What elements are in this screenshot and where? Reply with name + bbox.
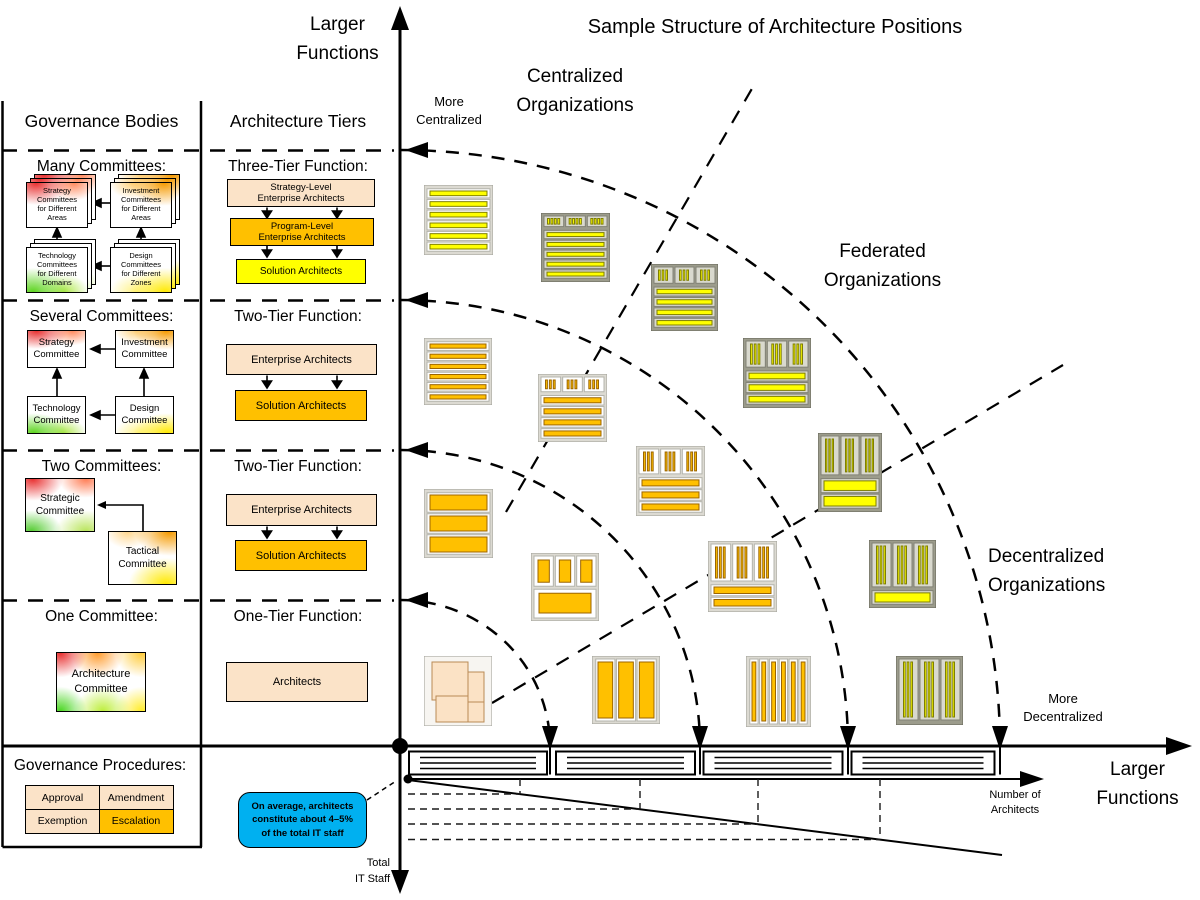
- org-icon-adhoc-papers: [424, 656, 492, 726]
- architect-ratio-callout: On average, architects constitute about …: [238, 792, 367, 848]
- procedure-exemption-cell: Exemption: [25, 808, 100, 834]
- tier-arrows: [261, 207, 343, 540]
- investment-committee-box: Investment Committee: [115, 330, 174, 368]
- organization-arcs: [399, 148, 1002, 747]
- row-separators: [2, 149, 394, 602]
- org-icon-small-2tier-b: [531, 553, 599, 621]
- design-committees-stack: Design Committees for Different Zones: [110, 239, 180, 299]
- arc-bottom-arrowheads: [542, 726, 1008, 750]
- stack-front-card: Investment Committees for Different Area…: [110, 182, 172, 228]
- org-icon-federated-a: [743, 338, 811, 408]
- procedure-escalation-cell: Escalation: [98, 808, 174, 834]
- program-level-ea-box: Program-Level Enterprise Architects: [230, 218, 374, 246]
- total-it-staff-label: Total IT Staff: [354, 857, 390, 885]
- it-staff-projection: [366, 779, 1003, 856]
- org-icon-centralized-3tier-b: [541, 213, 610, 282]
- stack-front-card: Technology Committees for Different Doma…: [26, 247, 88, 293]
- investment-committees-stack: Investment Committees for Different Area…: [110, 174, 180, 234]
- governance-procedures-title: Governance Procedures:: [13, 757, 187, 774]
- architects-box: Architects: [226, 662, 368, 702]
- more-decentralized-label: More Decentralized: [1023, 691, 1103, 725]
- enterprise-architects-box-row2: Enterprise Architects: [226, 344, 377, 375]
- org-icon-centralized-3tier-c: [651, 264, 718, 331]
- number-of-architects-label: Number of Architects: [989, 789, 1041, 817]
- page-title: Sample Structure of Architecture Positio…: [587, 16, 963, 38]
- org-icon-centralized-2tier-b: [538, 374, 607, 442]
- decentralized-organizations-label: Decentralized Organizations: [988, 546, 1106, 596]
- technology-committees-stack: Technology Committees for Different Doma…: [26, 239, 96, 299]
- org-icon-small-1tier-a: [592, 656, 660, 724]
- row3-gov-title: Two Committees:: [41, 458, 162, 475]
- org-icon-federated-2tier-a: [636, 446, 705, 516]
- stack-front-card: Design Committees for Different Zones: [110, 247, 172, 293]
- technology-committee-box: Technology Committee: [27, 396, 86, 434]
- committee-arrow-row3: [97, 501, 144, 531]
- strategy-committees-stack: Strategy Committees for Different Areas: [26, 174, 96, 234]
- org-icon-federated-b: [818, 433, 882, 512]
- procedure-amendment-cell: Amendment: [98, 785, 174, 810]
- row4-gov-title: One Committee:: [45, 608, 158, 625]
- strategy-level-ea-box: Strategy-Level Enterprise Architects: [227, 179, 375, 207]
- row4-tier-title: One-Tier Function:: [233, 608, 363, 625]
- org-icon-federated-c: [869, 540, 936, 608]
- horizontal-axis: [2, 737, 1192, 755]
- solution-architects-box-row1: Solution Architects: [236, 259, 366, 284]
- row1-tier-title: Three-Tier Function:: [228, 158, 368, 175]
- governance-bodies-header: Governance Bodies: [24, 111, 179, 131]
- x-axis-label: Larger Functions: [1096, 759, 1179, 810]
- architecture-tiers-header: Architecture Tiers: [229, 111, 367, 131]
- row2-gov-title: Several Committees:: [29, 308, 174, 325]
- solution-architects-box-row2: Solution Architects: [235, 390, 367, 421]
- more-centralized-label: More Centralized: [416, 94, 482, 128]
- org-icon-centralized-2tier-a: [424, 338, 492, 405]
- org-icon-centralized-3tier-a: [424, 185, 493, 255]
- architect-count-ruler: [408, 746, 1001, 776]
- strategic-committee-box: Strategic Committee: [25, 478, 95, 532]
- architects-axis: [403, 771, 1044, 787]
- strategy-committee-box: Strategy Committee: [27, 330, 86, 368]
- procedure-approval-cell: Approval: [25, 785, 100, 810]
- committee-arrows-row2: [51, 343, 150, 421]
- org-icon-small-2tier-a: [424, 489, 493, 558]
- org-icon-small-1tier-b: [746, 656, 811, 727]
- architecture-committee-box: Architecture Committee: [56, 652, 146, 712]
- row2-tier-title: Two-Tier Function:: [234, 308, 362, 325]
- org-icon-decentralized-a: [896, 656, 963, 725]
- committee-arrows-row1: [51, 197, 147, 272]
- arc-left-arrowheads: [405, 142, 428, 608]
- tactical-committee-box: Tactical Committee: [108, 531, 177, 585]
- solution-architects-box-row3: Solution Architects: [235, 540, 367, 571]
- y-axis-label: Larger Functions: [296, 14, 379, 65]
- centralized-organizations-label: Centralized Organizations: [516, 66, 634, 116]
- enterprise-architects-box-row3: Enterprise Architects: [226, 494, 377, 526]
- row1-gov-title: Many Committees:: [36, 158, 167, 175]
- federated-organizations-label: Federated Organizations: [823, 241, 942, 291]
- stack-front-card: Strategy Committees for Different Areas: [26, 182, 88, 228]
- panel-borders: [1, 101, 203, 849]
- design-committee-box: Design Committee: [115, 396, 174, 434]
- row3-tier-title: Two-Tier Function:: [234, 458, 362, 475]
- org-icon-federated-2tier-b: [708, 541, 777, 612]
